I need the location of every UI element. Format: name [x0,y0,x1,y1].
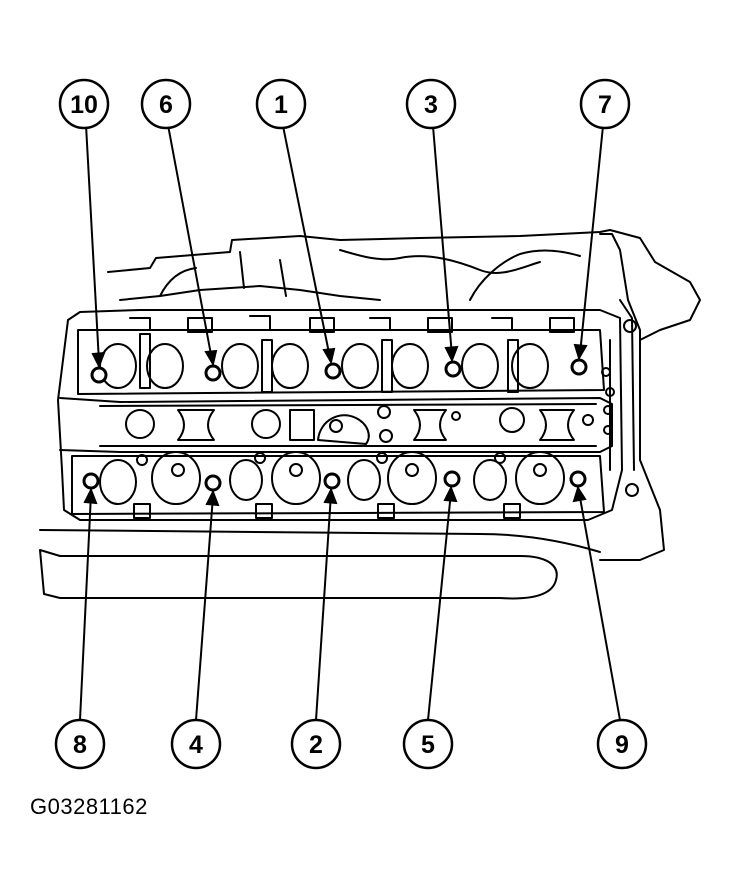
leader-2 [315,493,332,721]
callout-label: 9 [615,731,629,759]
head-bolts [82,358,588,492]
callout-label: 3 [424,91,438,119]
upper-detail [159,251,287,297]
callout-label: 1 [274,91,288,119]
bolt-3 [444,360,462,378]
center-gallery [59,397,613,453]
leader-1 [282,125,331,359]
cylinder-head-illustration [39,229,701,600]
callouts-bottom: 8 4 2 5 9 [54,718,648,770]
upper-structure-outline [107,229,701,341]
upper-hose [339,249,541,274]
upper-cam-bores [99,315,575,393]
callout-label: 8 [73,731,87,759]
figure-id: G03281162 [30,794,148,819]
callout-label: 5 [421,731,435,759]
gallery-pockets [125,405,594,445]
callout-3: 3 [405,78,457,130]
right-side-holes [601,367,615,435]
bolt-4 [204,474,222,492]
bolt-1 [324,362,342,380]
leader-lines [79,124,621,721]
lower-rail-2 [39,529,601,553]
upper-deck [77,329,605,395]
head-outline [57,309,623,521]
upper-hose-2 [469,249,581,301]
callout-5: 5 [402,718,454,770]
right-end-detail [609,299,635,471]
leader-4 [195,495,214,721]
callout-1: 1 [255,78,307,130]
leader-10 [85,124,100,363]
leader-6 [167,124,213,361]
bolt-6 [204,364,222,382]
callout-label: 4 [189,731,203,759]
callout-label: 7 [598,91,612,119]
callout-label: 10 [70,91,98,119]
callout-9: 9 [596,718,648,770]
right-end-bracket [599,233,665,561]
callouts-top: 10 6 1 3 7 [58,78,631,130]
bolt-9 [569,470,587,488]
bolt-7 [570,358,588,376]
leader-9 [578,491,621,721]
callout-label: 6 [159,91,173,119]
callout-6: 6 [140,78,192,130]
callout-label: 2 [309,731,323,759]
lower-rail [39,549,558,600]
bolt-8 [82,472,100,490]
leader-5 [427,491,452,721]
callout-7: 7 [579,78,631,130]
leader-7 [579,125,604,355]
callout-8: 8 [54,718,106,770]
callout-4: 4 [170,718,222,770]
callout-10: 10 [58,78,110,130]
bolt-2 [323,472,341,490]
bolt-10 [90,366,108,384]
center-gallery-inner [99,403,597,447]
callout-2: 2 [290,718,342,770]
bolt-5 [443,470,461,488]
leader-8 [79,493,92,721]
upper-bracket [119,285,381,301]
leader-3 [432,125,453,357]
lower-cam-bores [99,451,565,519]
